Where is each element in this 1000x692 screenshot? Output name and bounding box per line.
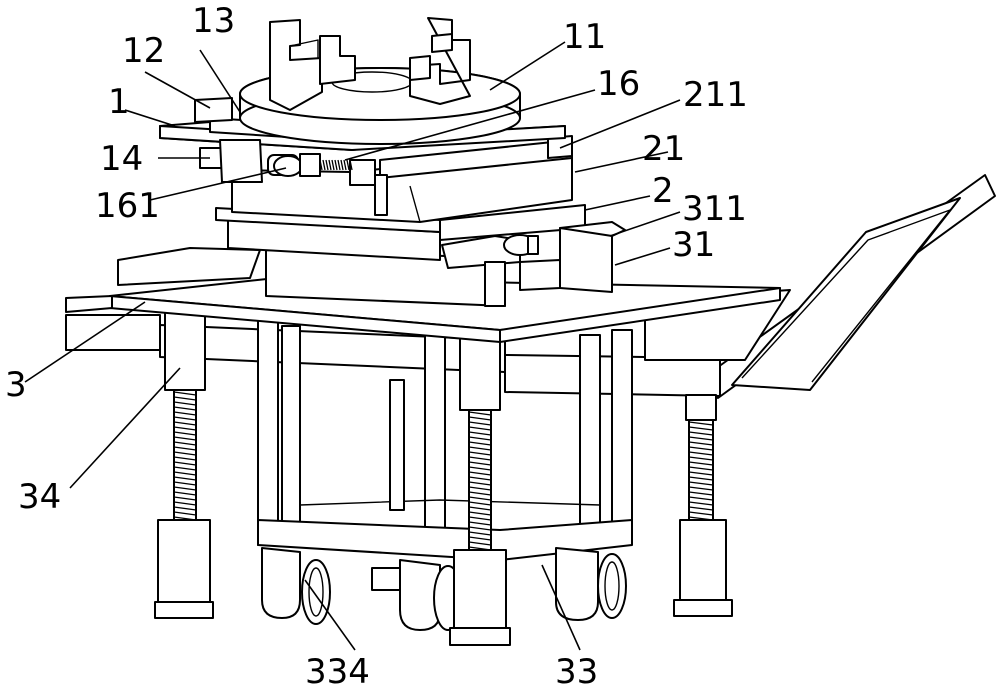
caster-middle	[372, 560, 462, 630]
chuck-jaw-center	[320, 36, 355, 84]
chuck-jaw-left	[270, 20, 322, 110]
slide-21	[232, 136, 572, 222]
label-211: 211	[683, 75, 748, 115]
chuck-11	[240, 18, 520, 144]
label-334: 334	[305, 652, 370, 692]
label-21: 21	[642, 129, 685, 169]
label-13: 13	[192, 1, 235, 41]
chuck-jaw-right	[410, 18, 470, 104]
caster-wheels	[262, 548, 626, 630]
label-14: 14	[100, 139, 143, 179]
label-31: 31	[672, 225, 715, 265]
label-12: 12	[122, 31, 165, 71]
label-16: 16	[597, 64, 640, 104]
label-33: 33	[555, 652, 598, 692]
caster-left	[262, 548, 330, 624]
label-161: 161	[95, 186, 160, 226]
label-34: 34	[18, 477, 61, 517]
label-311: 311	[682, 189, 747, 229]
label-1: 1	[108, 82, 130, 122]
caster-right	[556, 548, 626, 620]
label-3: 3	[5, 365, 27, 405]
label-11: 11	[563, 17, 606, 57]
label-2: 2	[652, 171, 674, 211]
leg-front	[450, 330, 510, 645]
